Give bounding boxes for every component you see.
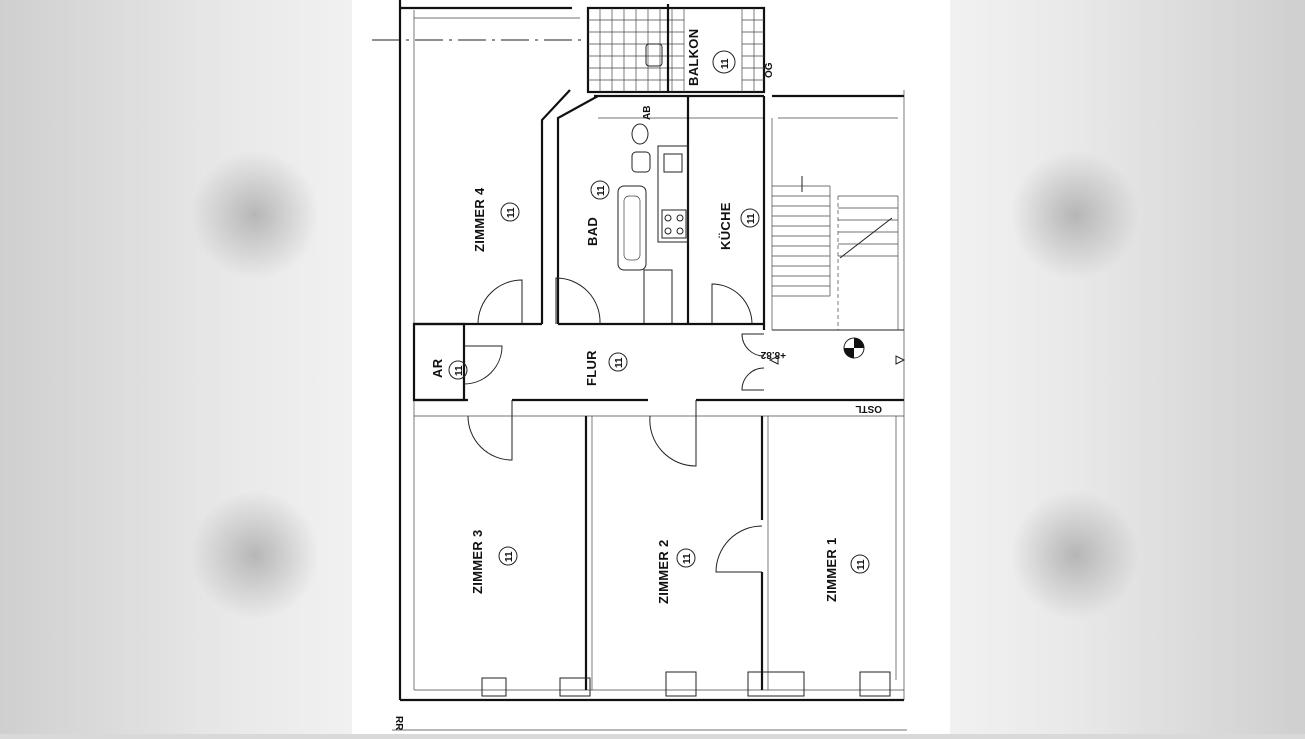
unit-zimmer2: 11: [682, 553, 693, 564]
blur-blob: [190, 490, 320, 620]
room-flur: FLUR 11: [584, 350, 628, 386]
bad-left-wall: [556, 95, 599, 324]
ostl-label: OSTL: [855, 403, 882, 414]
unit-badge-balkon: [712, 50, 736, 74]
unit-badge-bad: [590, 180, 610, 200]
room-label-kueche: KÜCHE: [718, 202, 733, 250]
balkon-tiles: [588, 8, 764, 92]
bathtub-inner: [623, 195, 641, 261]
kitchen-sink-icon: [663, 153, 683, 173]
unit-ar: 11: [454, 365, 465, 376]
unit-zimmer3: 11: [504, 551, 515, 562]
burner-icon: [676, 214, 684, 222]
blur-blob: [190, 150, 320, 280]
door-swing: [463, 345, 503, 385]
window: [559, 677, 591, 697]
unit-badge-ar: [448, 360, 468, 380]
room-label-flur: FLUR: [584, 350, 599, 386]
rr-label: RR: [393, 716, 404, 731]
floor-plan-sheet: AB +8.82 OSTL OG RR: [352, 0, 950, 734]
door-swing: [649, 400, 697, 467]
unit-badge-zimmer1: [850, 554, 870, 574]
room-label-balkon: BALKON: [686, 29, 701, 86]
burner-icon: [664, 227, 672, 235]
level-label: +8.82: [760, 349, 786, 360]
door-swing: [741, 367, 765, 391]
burner-icon: [664, 214, 672, 222]
door-swing: [711, 283, 753, 325]
window: [665, 671, 697, 697]
room-label-zimmer3: ZIMMER 3: [470, 529, 485, 594]
unit-badge-zimmer4: [500, 202, 520, 222]
unit-flur: 11: [614, 357, 625, 368]
balkon-table-icon: [645, 43, 663, 67]
unit-balkon: 11: [720, 58, 731, 69]
og-label: OG: [764, 62, 775, 78]
blur-blob: [1010, 150, 1140, 280]
room-zimmer2: ZIMMER 2 11: [656, 539, 696, 604]
door-swing: [477, 279, 523, 325]
window: [859, 671, 891, 697]
room-label-zimmer1: ZIMMER 1: [824, 537, 839, 602]
bathtub-icon: [617, 185, 647, 271]
room-label-bad: BAD: [585, 217, 600, 246]
burner-icon: [676, 227, 684, 235]
staircase: [772, 185, 899, 330]
unit-zimmer4: 11: [506, 207, 517, 218]
door-swing: [741, 333, 765, 357]
floor-plan: AB +8.82 OSTL OG RR: [372, 0, 907, 731]
door-swing: [555, 277, 601, 325]
unit-badge-flur: [608, 352, 628, 372]
unit-badge-zimmer2: [676, 548, 696, 568]
unit-zimmer1: 11: [856, 559, 867, 570]
window: [481, 677, 507, 697]
level-marker-fill: [844, 338, 864, 358]
room-label-zimmer4: ZIMMER 4: [472, 187, 487, 252]
stove-icon: [661, 209, 687, 239]
room-label-zimmer2: ZIMMER 2: [656, 539, 671, 604]
room-zimmer3: ZIMMER 3 11: [470, 529, 518, 594]
room-ar: AR 11: [430, 358, 468, 380]
room-zimmer4: ZIMMER 4 11: [472, 187, 520, 252]
kitchen-counter: [657, 145, 689, 243]
room-label-ar: AR: [430, 358, 445, 378]
arrow-right-icon: [895, 355, 906, 365]
blur-blob: [1010, 490, 1140, 620]
door-swing: [467, 400, 513, 461]
zimmer4-diagonal-wall: [540, 89, 571, 324]
toilet-icon: [631, 123, 649, 145]
stair-arrow: [839, 217, 893, 259]
room-zimmer1: ZIMMER 1 11: [824, 537, 870, 602]
room-kueche: KÜCHE 11: [718, 202, 760, 250]
balkon-outline: [586, 6, 766, 94]
unit-badge-zimmer3: [498, 546, 518, 566]
room-balkon: BALKON 11: [686, 29, 736, 86]
window: [747, 671, 805, 697]
door-swing: [715, 525, 763, 573]
chimney-block: [643, 269, 673, 325]
unit-bad: 11: [596, 185, 607, 196]
sink-icon: [631, 151, 651, 173]
unit-badge-kueche: [740, 208, 760, 228]
arrow-left-icon: [768, 355, 779, 365]
ab-label: AB: [642, 106, 653, 120]
unit-kueche: 11: [746, 213, 757, 224]
room-bad: BAD 11: [585, 180, 610, 246]
